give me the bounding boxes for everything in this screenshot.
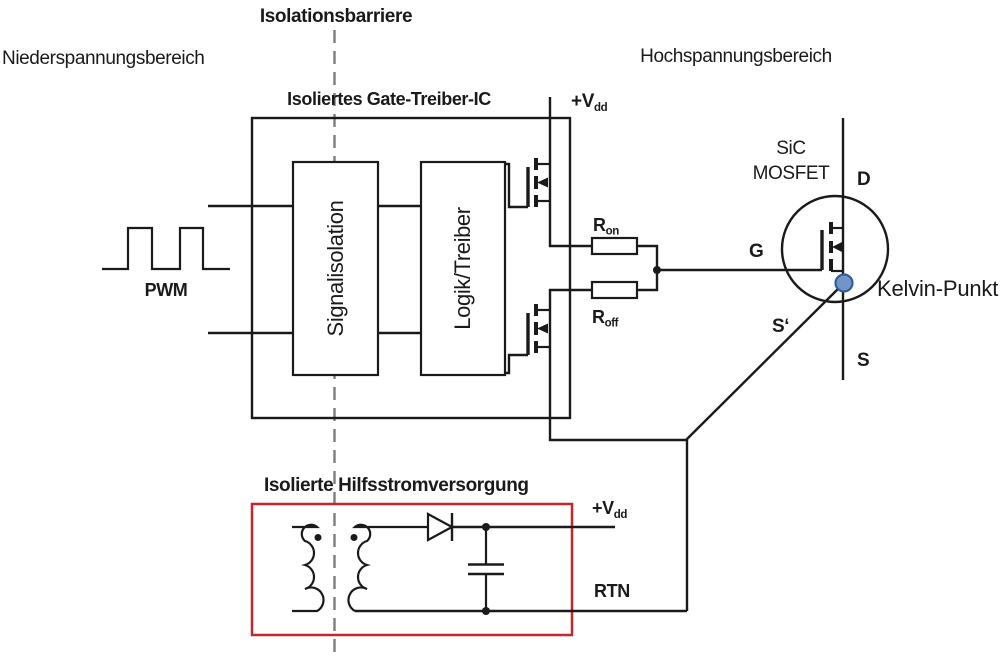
vdd-top-label: +Vdd bbox=[571, 91, 608, 114]
capacitor-symbol bbox=[468, 527, 504, 611]
high-voltage-region-label: Hochspannungsbereich bbox=[640, 46, 832, 67]
signal-isolation-label: Signalisolation bbox=[323, 201, 348, 337]
aux-vdd-label: +Vdd bbox=[592, 498, 627, 521]
body-arrow-icon bbox=[832, 242, 842, 252]
aux-supply-title: Isolierte Hilfsstromversorgung bbox=[264, 475, 529, 496]
resistor-body bbox=[590, 236, 639, 256]
barrier-title: Isolationsbarriere bbox=[260, 6, 412, 27]
wire-kelvin-return bbox=[685, 282, 845, 611]
sic-mosfet-name-line2: MOSFET bbox=[753, 163, 831, 184]
rtn-label: RTN bbox=[594, 581, 630, 601]
wire-gate-upper bbox=[505, 162, 528, 209]
r-on-resistor: Ron bbox=[590, 215, 639, 256]
gate-driver-title: Isoliertes Gate-Treiber-IC bbox=[287, 89, 491, 109]
primary-polarity-dot bbox=[314, 534, 322, 541]
junction-dot bbox=[653, 266, 661, 274]
diode-triangle bbox=[426, 512, 455, 542]
kelvin-point-label: Kelvin-Punkt bbox=[877, 276, 998, 301]
secondary-polarity-dot bbox=[350, 534, 358, 541]
lower-output-mosfet-symbol bbox=[526, 304, 550, 355]
gate-label: G bbox=[749, 241, 763, 262]
sic-mosfet-name-line1: SiC bbox=[776, 138, 805, 159]
low-voltage-region-label: Niederspannungsbereich bbox=[2, 48, 204, 69]
resistor-body bbox=[590, 280, 639, 300]
sic-mosfet-symbol bbox=[780, 118, 890, 380]
secondary-winding bbox=[347, 523, 428, 612]
wire-vdd-rail-upper bbox=[548, 97, 592, 248]
transformer-symbol bbox=[292, 523, 428, 613]
junction-dot bbox=[482, 523, 490, 531]
kelvin-point-dot bbox=[834, 273, 854, 293]
diode-symbol bbox=[426, 512, 455, 542]
r-off-resistor: Roff bbox=[590, 280, 639, 330]
primary-winding bbox=[292, 523, 325, 613]
logic-driver-block bbox=[419, 160, 507, 377]
body-arrow-icon bbox=[537, 177, 548, 188]
kelvin-source-label: S‘ bbox=[772, 316, 789, 337]
upper-output-mosfet-symbol bbox=[526, 158, 550, 207]
wire-source-return-lower bbox=[548, 288, 687, 442]
source-label: S bbox=[857, 350, 869, 371]
pwm-label: PWM bbox=[145, 280, 188, 300]
body-arrow-icon bbox=[537, 323, 548, 334]
wire-gate-lower bbox=[505, 353, 528, 375]
r-on-label: Ron bbox=[593, 215, 619, 238]
aux-supply-box bbox=[250, 502, 574, 637]
drain-label: D bbox=[857, 169, 870, 190]
pwm-square-wave bbox=[102, 226, 230, 271]
gate-driver-box bbox=[250, 116, 572, 420]
signal-isolation-block bbox=[291, 160, 380, 377]
logic-driver-label: Logik/Treiber bbox=[450, 207, 475, 329]
mosfet-circle bbox=[780, 194, 890, 304]
r-off-label: Roff bbox=[592, 307, 619, 330]
pwm-waveform: PWM bbox=[102, 226, 230, 300]
